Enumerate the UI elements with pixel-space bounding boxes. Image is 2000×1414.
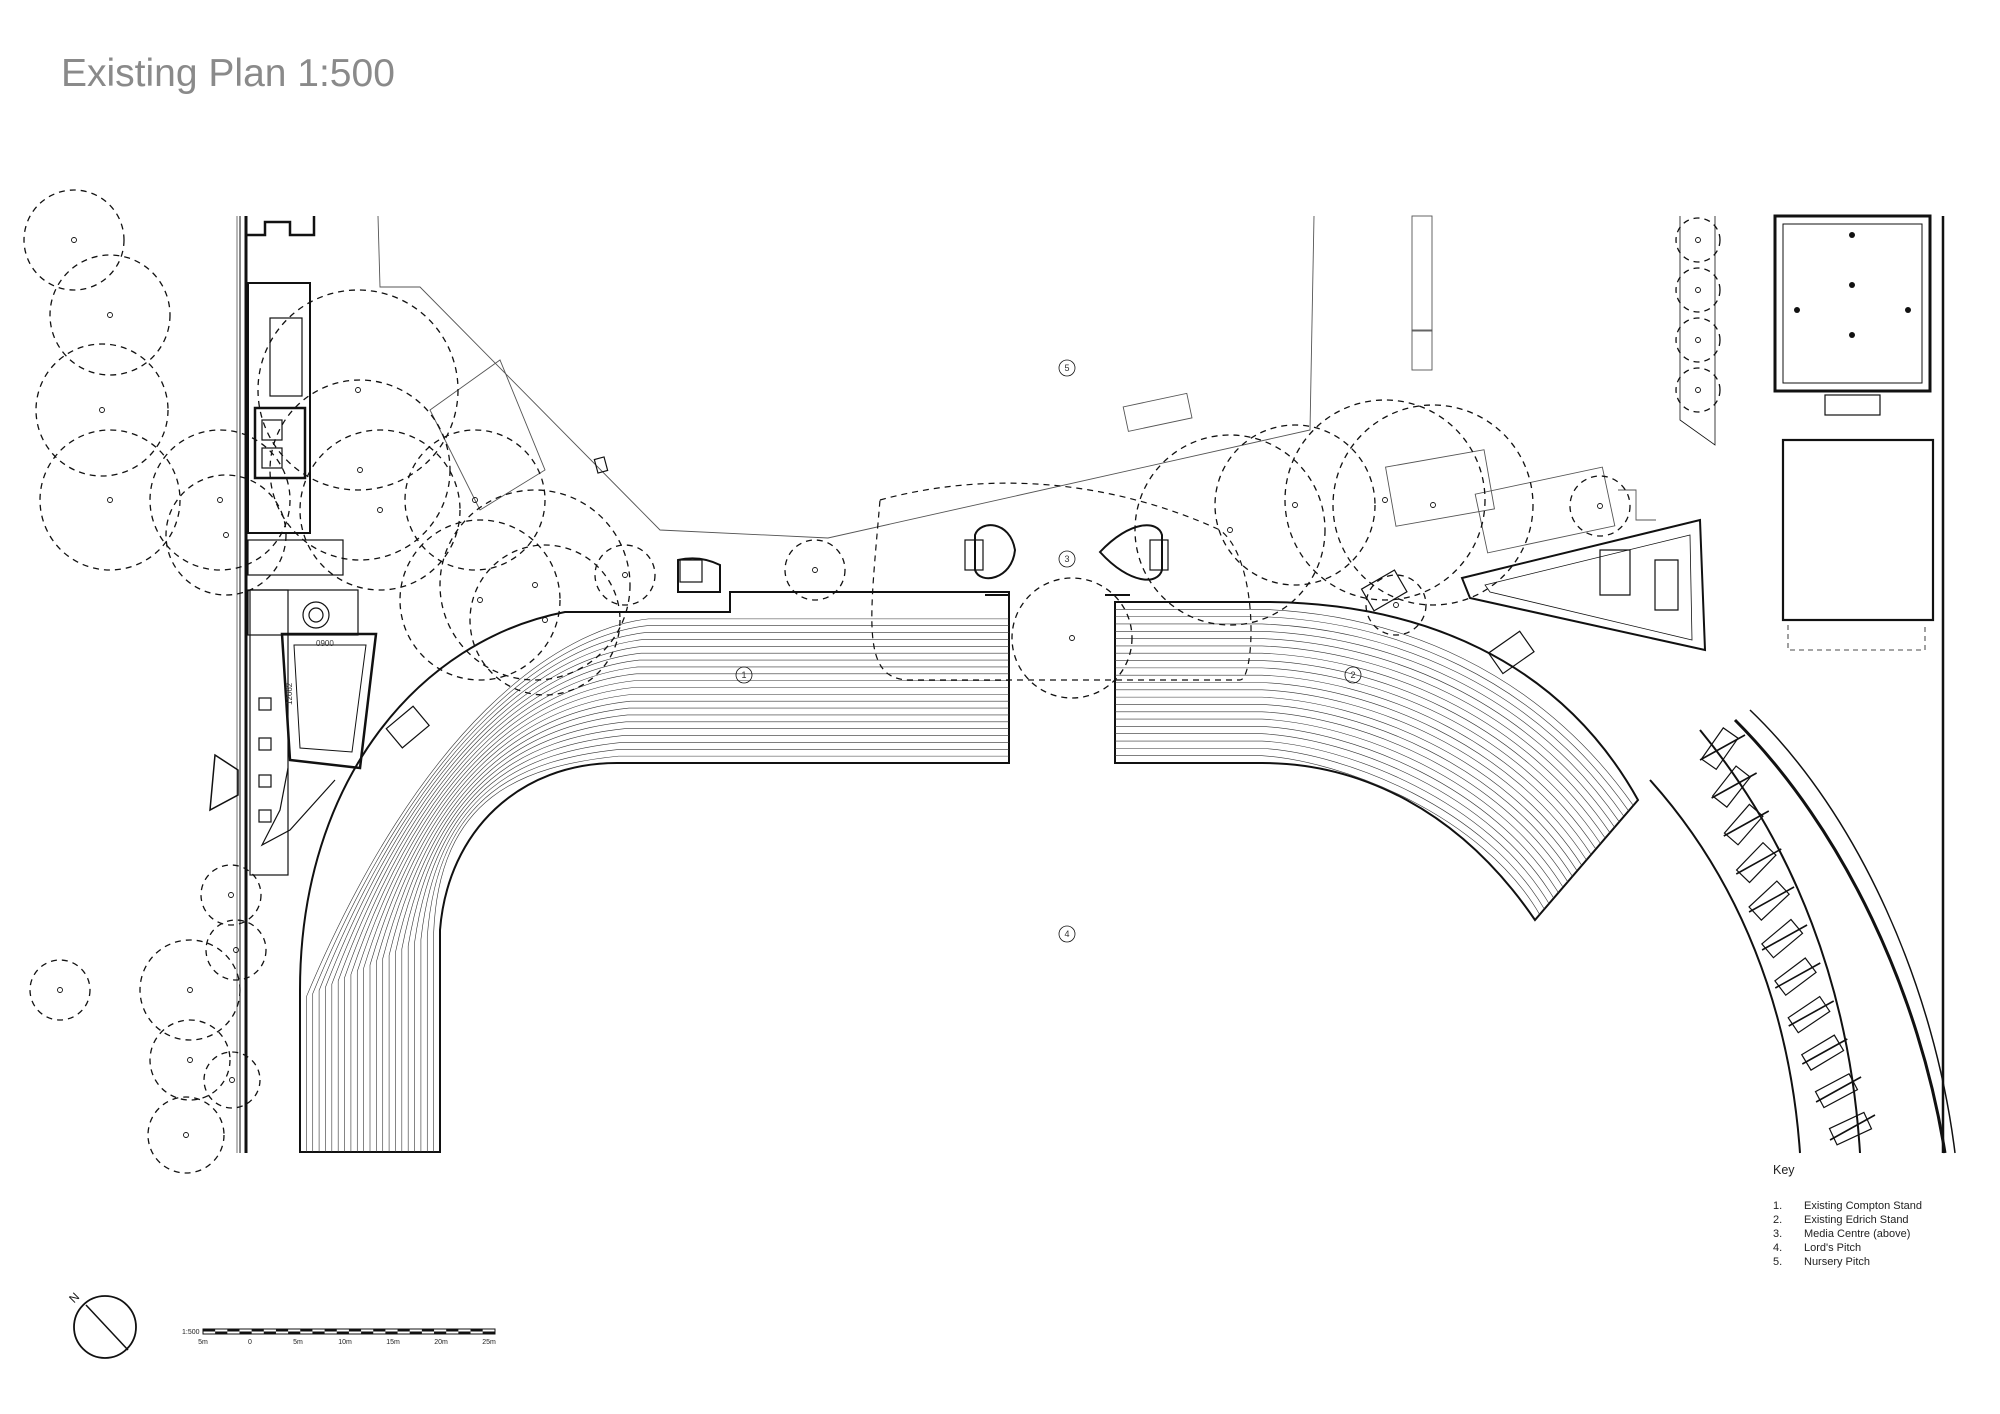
scale-bar: 1:500 5m 0 5m 10m 15m 20m 25m [182, 1328, 496, 1346]
compton-stand [299, 591, 1010, 1153]
room-labels: 12662 0900 [285, 639, 334, 705]
pitch-markers: 1 2 3 4 5 [735, 359, 1362, 943]
tree-canopies [23, 189, 1721, 1174]
svg-text:5m: 5m [293, 1339, 303, 1346]
key-item: 4.Lord's Pitch [1773, 1242, 1862, 1254]
marker-3: 3 [1058, 550, 1076, 568]
plan-title: Existing Plan 1:500 [61, 52, 395, 95]
svg-text:4: 4 [1064, 929, 1069, 939]
triangular-building [1460, 518, 1707, 652]
key-item: 2.Existing Edrich Stand [1773, 1214, 1909, 1226]
key-item: 3.Media Centre (above) [1773, 1228, 1911, 1240]
top-right-building [1679, 214, 1945, 1153]
right-curved-building [1649, 709, 1956, 1154]
media-centre-outline [871, 482, 1252, 681]
north-arrow: N [66, 1290, 137, 1359]
svg-text:5: 5 [1064, 363, 1069, 373]
nursery-boundary [377, 215, 1656, 554]
svg-text:3: 3 [1064, 554, 1069, 564]
svg-text:2: 2 [1350, 670, 1355, 680]
svg-text:1:500: 1:500 [182, 1329, 200, 1336]
room-label-1: 12662 [285, 682, 294, 705]
marker-2: 2 [1344, 666, 1362, 684]
svg-text:15m: 15m [386, 1339, 400, 1346]
key-heading: Key [1773, 1163, 1795, 1177]
media-centre-pods [385, 456, 1535, 749]
svg-text:25m: 25m [482, 1339, 496, 1346]
marker-1: 1 [735, 666, 753, 684]
key-item: 1.Existing Compton Stand [1773, 1200, 1923, 1212]
left-building-strip [209, 216, 378, 1153]
north-label: N [66, 1290, 82, 1306]
key-legend: Key 1.Existing Compton Stand 2.Existing … [1773, 1163, 1922, 1269]
svg-text:5m: 5m [198, 1339, 208, 1346]
tree-trunks [57, 237, 1701, 1138]
marker-5: 5 [1058, 359, 1076, 377]
room-label-2: 0900 [316, 639, 334, 648]
key-item: 5.Nursery Pitch [1773, 1256, 1871, 1268]
svg-text:0: 0 [248, 1339, 252, 1346]
svg-text:20m: 20m [434, 1339, 448, 1346]
edrich-stand [1114, 601, 1640, 922]
svg-text:10m: 10m [338, 1339, 352, 1346]
marker-4: 4 [1058, 925, 1076, 943]
svg-text:1: 1 [741, 670, 746, 680]
